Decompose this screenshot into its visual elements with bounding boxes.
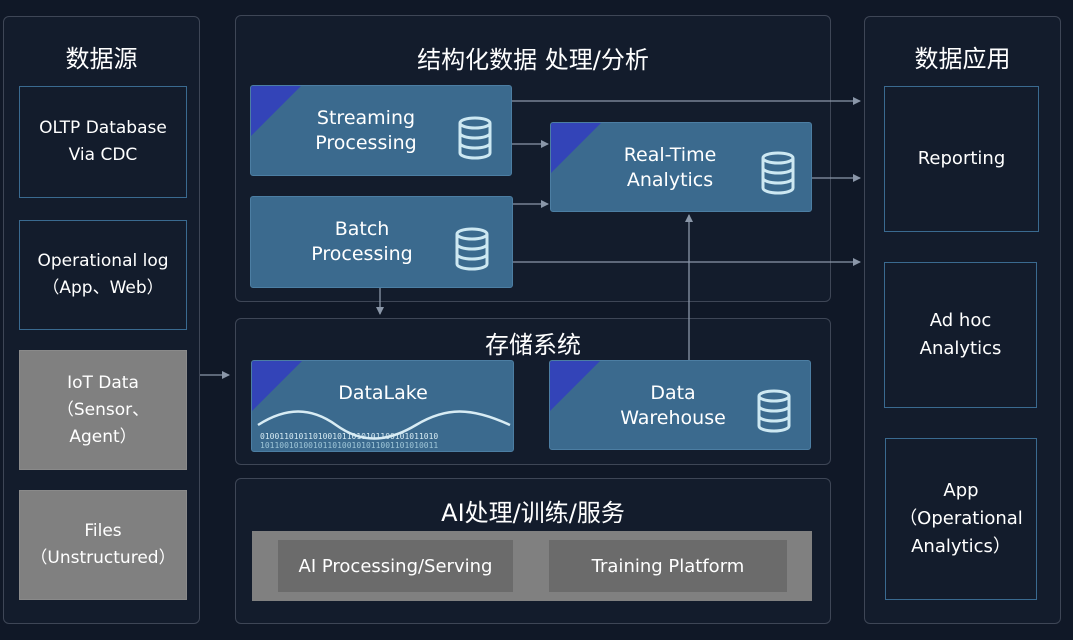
streaming-processing-label: Streaming Processing xyxy=(315,107,417,154)
source-iot-data: IoT Data （Sensor、 Agent） xyxy=(19,350,187,470)
app-ad-hoc-analytics: Ad hoc Analytics xyxy=(884,262,1037,408)
training-platform-label: Training Platform xyxy=(591,555,745,577)
real-time-analytics-box: Real-Time Analytics xyxy=(550,122,812,212)
ai-processing-serving-box: AI Processing/Serving xyxy=(278,540,513,592)
streaming-processing-box: Streaming Processing xyxy=(250,85,512,176)
source-operational-log: Operational log （App、Web） xyxy=(19,220,187,330)
ai-title: AI处理/训练/服务 xyxy=(441,499,625,527)
database-icon xyxy=(458,116,492,160)
app-reporting-label: Reporting xyxy=(917,148,1006,169)
corner-accent xyxy=(252,361,302,411)
data-warehouse-label: Data Warehouse xyxy=(620,382,726,429)
source-oltp-database: OLTP Database Via CDC xyxy=(19,86,187,198)
data-sources-title: 数据源 xyxy=(65,45,138,73)
corner-accent xyxy=(251,86,301,136)
app-operational-label: App （Operational Analytics） xyxy=(899,480,1023,557)
ai-processing-serving-label: AI Processing/Serving xyxy=(298,555,493,577)
app-reporting: Reporting xyxy=(884,86,1039,232)
data-applications-panel: 数据应用 xyxy=(864,16,1061,624)
source-iot-label: IoT Data （Sensor、 Agent） xyxy=(56,372,150,447)
source-files: Files （Unstructured） xyxy=(19,490,187,600)
data-applications-title: 数据应用 xyxy=(914,45,1011,73)
processing-title: 结构化数据 处理/分析 xyxy=(417,46,649,74)
database-icon xyxy=(761,151,795,195)
datalake-wave-icon: 0100110101101001011010101100101011010 10… xyxy=(257,410,511,450)
corner-accent xyxy=(551,123,601,173)
app-ad-hoc-label: Ad hoc Analytics xyxy=(919,310,1002,359)
batch-processing-label: Batch Processing xyxy=(311,218,413,265)
datalake-box: DataLake 0100110101101001011010101100101… xyxy=(251,360,514,452)
real-time-analytics-label: Real-Time Analytics xyxy=(623,144,717,191)
database-icon xyxy=(757,389,791,433)
training-platform-box: Training Platform xyxy=(549,540,787,592)
data-warehouse-box: Data Warehouse xyxy=(549,360,811,450)
datalake-label: DataLake xyxy=(338,382,428,404)
svg-text:010011010110100101101010110010: 0100110101101001011010101100101011010 xyxy=(260,432,438,441)
source-oltp-label: OLTP Database Via CDC xyxy=(39,118,167,165)
source-files-label: Files （Unstructured） xyxy=(30,521,176,568)
database-icon xyxy=(455,227,489,271)
app-operational-analytics: App （Operational Analytics） xyxy=(885,438,1037,600)
corner-accent xyxy=(550,361,600,411)
batch-processing-box: Batch Processing xyxy=(250,196,513,288)
storage-title: 存储系统 xyxy=(485,331,581,359)
source-operational-log-label: Operational log （App、Web） xyxy=(37,251,169,298)
svg-text:101100101001011010010101100110: 1011001010010110100101011001101010011 xyxy=(260,441,438,450)
